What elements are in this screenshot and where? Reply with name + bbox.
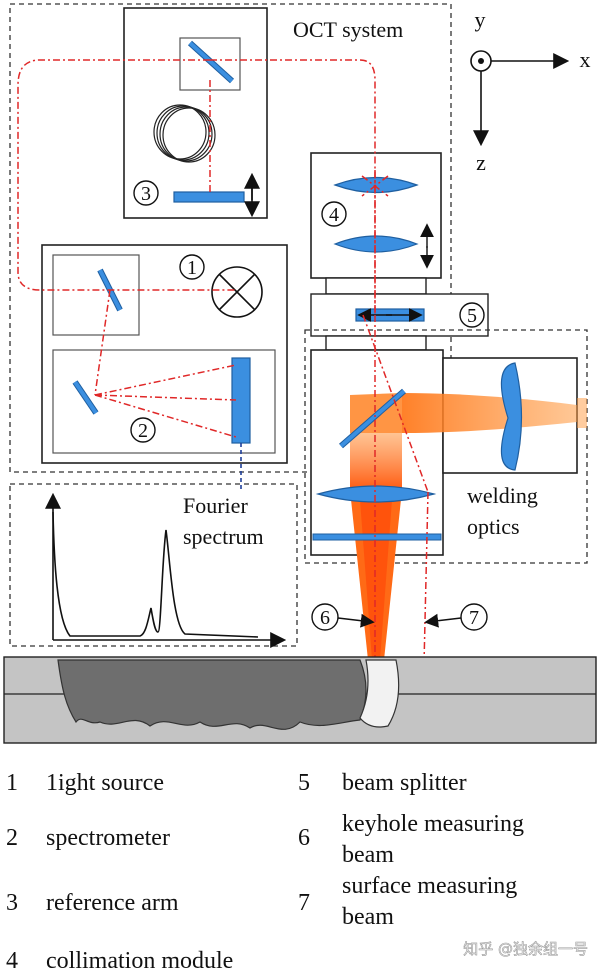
collimation-lens-1 [333,176,419,194]
svg-text:5: 5 [467,305,477,327]
light-source-lamp [211,266,263,318]
svg-text:keyhole measuring: keyhole measuring [342,811,524,837]
marker-6 [311,603,339,631]
svg-text:2: 2 [138,420,148,442]
marker-4 [321,201,347,227]
protective-window [312,533,442,541]
svg-text:collimation module: collimation module [46,948,233,974]
welding-beam-vertical [350,433,402,490]
fiber-collimator-lens [500,362,523,471]
fourier-label-1: Fourier [183,493,248,518]
collimation-lens-2 [333,235,419,253]
flange-lower [325,335,427,351]
svg-text:6: 6 [320,607,330,629]
svg-text:3: 3 [141,183,151,205]
weld-pool [57,659,367,730]
oct-system-label: OCT system [293,17,403,42]
svg-text:3: 3 [6,890,18,916]
svg-text:4: 4 [6,948,18,974]
svg-text:beam splitter: beam splitter [342,770,467,796]
svg-text:z: z [476,150,486,175]
flange-upper [325,277,427,295]
marker-2 [130,417,156,443]
marker-7 [460,603,488,631]
workpiece [3,656,597,744]
welding-optics-outline [304,329,588,564]
welding-label-1: welding [467,483,538,508]
svg-text:beam: beam [342,904,394,930]
svg-text:reference arm: reference arm [46,890,179,916]
svg-text:2: 2 [6,825,18,851]
svg-text:6: 6 [298,825,310,851]
splitter-box [52,254,140,336]
svg-text:1: 1 [6,770,18,796]
spectrometer-box [52,349,276,454]
arrow-7 [424,613,462,628]
oct-system-outline [9,3,452,473]
svg-text:y: y [475,7,486,32]
welding-label-2: optics [467,514,520,539]
svg-text:surface measuring: surface measuring [342,873,517,899]
svg-text:5: 5 [298,770,310,796]
keyhole [359,659,400,728]
marker-3 [133,180,159,206]
arrow-6 [337,613,375,628]
svg-text:spectrometer: spectrometer [46,825,170,851]
svg-text:7: 7 [469,607,479,629]
coordinate-axes: y x z [470,7,591,175]
svg-text:1ight source: 1ight source [46,770,164,796]
oct-optical-path [17,59,429,728]
welding-beam-horizontal [402,393,577,433]
legend: 1 1ight source 2 spectrometer 3 referenc… [6,770,524,974]
svg-text:x: x [580,47,591,72]
svg-text:1: 1 [187,257,197,279]
marker-5 [459,302,485,328]
marker-1 [179,254,205,280]
fourier-label-2: spectrum [183,524,264,549]
reference-mirror-plate [173,191,245,203]
watermark: 知乎 @独余组一号 [463,940,588,958]
svg-text:beam: beam [342,842,394,868]
fiber-coil [153,104,216,163]
spectrum-curve [52,511,259,638]
focusing-lens [315,485,437,503]
svg-text:4: 4 [329,204,339,226]
svg-text:7: 7 [298,890,310,916]
